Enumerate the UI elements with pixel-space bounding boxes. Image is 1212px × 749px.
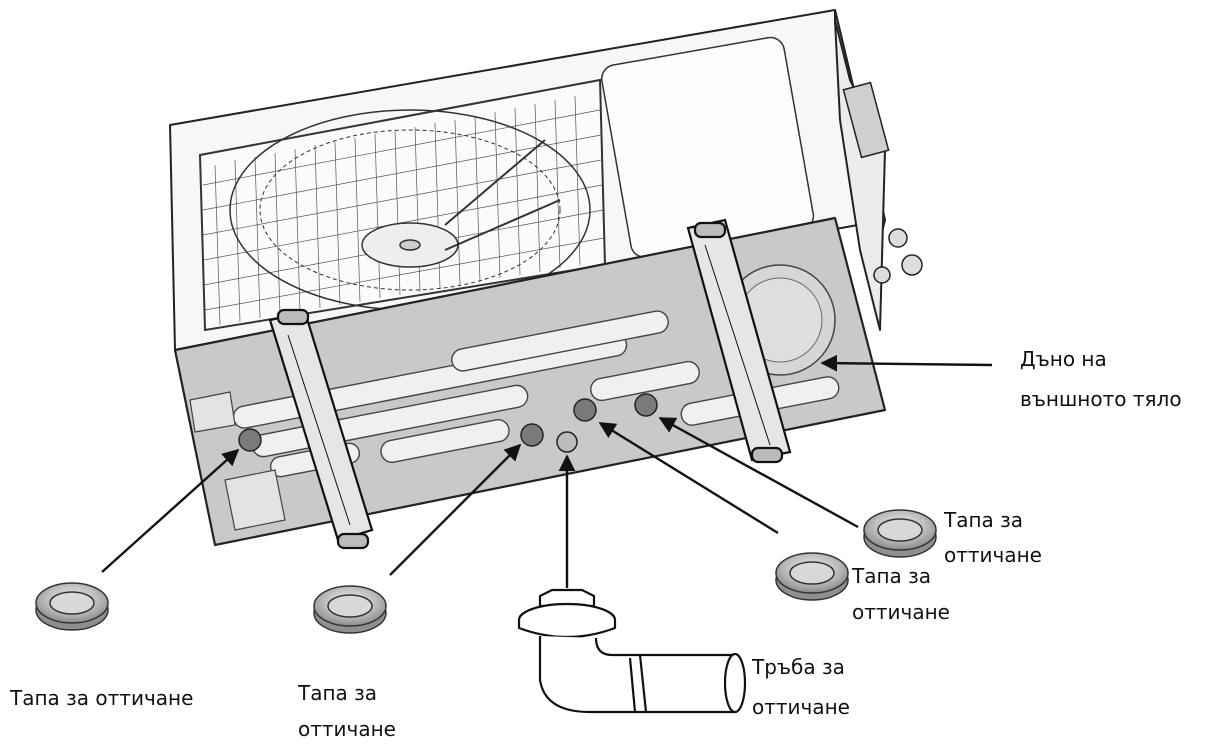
fan-grille [198, 78, 607, 332]
drain-plug-right-upper [863, 509, 937, 558]
drain-plug-left [35, 582, 109, 631]
arrow-plug-left [101, 448, 240, 573]
label-plug-right-lower-1: Тапа за [852, 564, 932, 588]
label-outer-bottom-1: Дъно на [1020, 347, 1107, 371]
label-drain-pipe-1: Тръба за [752, 655, 845, 679]
drain-hole-left [238, 428, 262, 452]
arrow-plug-mid [389, 443, 522, 576]
label-plug-mid-1: Тапа за [298, 681, 378, 705]
drain-holes [238, 393, 658, 453]
drain-plug-right-lower [775, 552, 849, 601]
drain-plugs [35, 509, 937, 634]
label-plug-right-upper-1: Тапа за [944, 508, 1024, 532]
arrow-plug-right-lower [598, 421, 779, 535]
label-plug-right-upper-2: оттичане [944, 543, 1042, 567]
callout-arrows [101, 354, 993, 588]
arrow-outer-bottom [820, 354, 993, 372]
drain-hole-mid [520, 423, 544, 447]
arrow-plug-right-upper [658, 416, 859, 529]
label-outer-bottom-2: външното тяло [1020, 387, 1182, 411]
drain-hole-center [556, 431, 578, 453]
label-plug-right-lower-2: оттичане [852, 600, 950, 624]
drain-elbow-pipe [517, 588, 747, 714]
service-valves [842, 81, 923, 284]
label-drain-pipe-2: оттичане [752, 695, 850, 719]
label-plug-left: Тапа за оттичане [10, 686, 194, 710]
drain-plug-mid [313, 585, 387, 634]
mounting-brackets [268, 218, 792, 550]
label-plug-mid-2: оттичане [298, 717, 396, 741]
drain-hole-right-1 [573, 398, 597, 422]
drain-hole-right-2 [634, 393, 658, 417]
